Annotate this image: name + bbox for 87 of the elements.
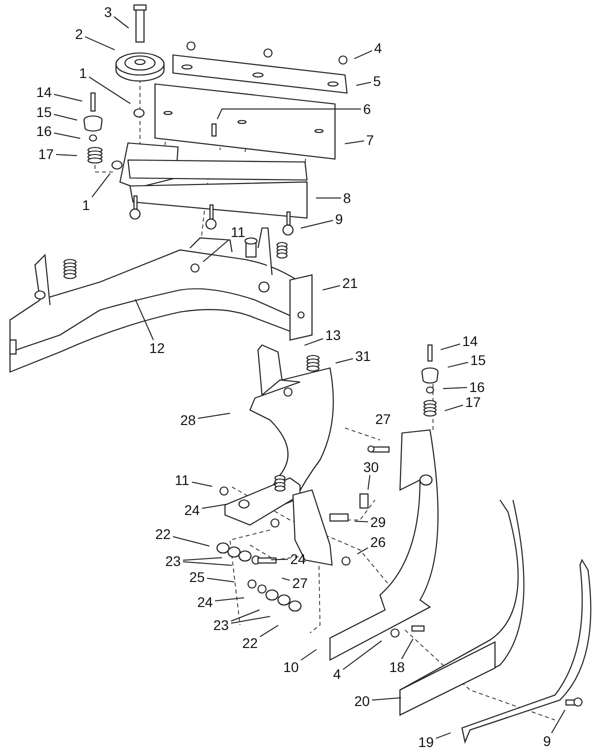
callout-number: 14 [36, 85, 52, 99]
callout-number: 15 [470, 353, 486, 367]
leader-line [282, 578, 290, 581]
leader-line [172, 536, 210, 546]
leader-line [114, 16, 130, 29]
leader-line [356, 82, 372, 86]
leader-line [304, 338, 324, 346]
callout-number: 7 [366, 133, 374, 147]
callout-number: 9 [335, 212, 343, 226]
callout-number: 8 [343, 191, 351, 205]
leader-line [322, 285, 340, 290]
leader-line [444, 404, 464, 412]
callout-number: 19 [418, 735, 434, 749]
callout-number: 30 [363, 460, 379, 474]
callout-number: 25 [189, 570, 205, 584]
leader-line [84, 36, 116, 50]
callout-number: 22 [242, 636, 258, 650]
callout-number: 1 [79, 66, 87, 80]
callout-number: 10 [283, 660, 299, 674]
callout-number: 27 [292, 576, 308, 590]
callout-number: 1 [82, 198, 90, 212]
leader-line [260, 624, 279, 638]
leader-line [214, 597, 244, 602]
leader-line [182, 557, 222, 561]
callout-number: 2 [75, 27, 83, 41]
leader-line [192, 482, 213, 487]
callout-number: 23 [165, 554, 181, 568]
leader-line [335, 358, 354, 364]
callout-number: 23 [213, 618, 229, 632]
callout-number: 14 [462, 334, 478, 348]
leader-line [54, 114, 78, 121]
leader-line [368, 474, 370, 490]
leader-line [300, 649, 317, 661]
leader-line [354, 50, 372, 60]
leader-line [354, 520, 368, 522]
callout-number: 24 [290, 552, 306, 566]
leader-line [202, 504, 228, 509]
callout-number: 11 [230, 225, 246, 239]
callout-number: 20 [354, 694, 370, 708]
callout-number: 27 [375, 412, 391, 426]
leader-line [216, 108, 362, 120]
leader-line [56, 154, 78, 156]
callout-number: 21 [342, 276, 358, 290]
callout-number: 12 [149, 341, 165, 355]
callout-number: 18 [389, 660, 405, 674]
leader-line [551, 709, 566, 734]
callout-number: 24 [197, 595, 213, 609]
callout-number: 29 [370, 515, 386, 529]
leader-line [206, 578, 235, 582]
callout-number: 17 [38, 147, 54, 161]
leader-line [447, 362, 468, 368]
callout-number: 9 [543, 734, 551, 748]
callout-number: 4 [333, 667, 341, 681]
callout-number: 17 [465, 395, 481, 409]
leader-line [442, 387, 468, 390]
leader-line [230, 609, 260, 622]
leader-line [344, 140, 364, 144]
leader-line [230, 616, 271, 624]
leader-line [88, 76, 131, 104]
callout-number: 3 [104, 5, 112, 19]
callout-number: 31 [355, 349, 371, 363]
leader-line [356, 547, 368, 554]
leader-line [401, 638, 414, 660]
leader-line [270, 558, 288, 560]
callout-number: 16 [36, 124, 52, 138]
leader-line [198, 412, 231, 419]
leader-line [440, 344, 460, 350]
callout-number: 22 [155, 527, 171, 541]
callout-number: 26 [370, 535, 386, 549]
callout-number: 16 [469, 380, 485, 394]
callout-number: 4 [374, 41, 382, 55]
leader-line [92, 172, 111, 198]
callout-number: 6 [363, 102, 371, 116]
callout-number: 13 [325, 328, 341, 342]
callout-number: 5 [373, 74, 381, 88]
callout-number: 15 [36, 105, 52, 119]
leader-line [342, 640, 382, 670]
leader-line [54, 132, 81, 139]
callout-number: 24 [184, 503, 200, 517]
leader-line [134, 298, 154, 340]
leader-line [300, 220, 334, 229]
leader-line [182, 561, 232, 566]
callout-number: 11 [174, 473, 190, 487]
leader-line [372, 697, 402, 701]
callout-number: 28 [180, 413, 196, 427]
leader-line [436, 732, 452, 739]
leader-line [54, 94, 83, 102]
